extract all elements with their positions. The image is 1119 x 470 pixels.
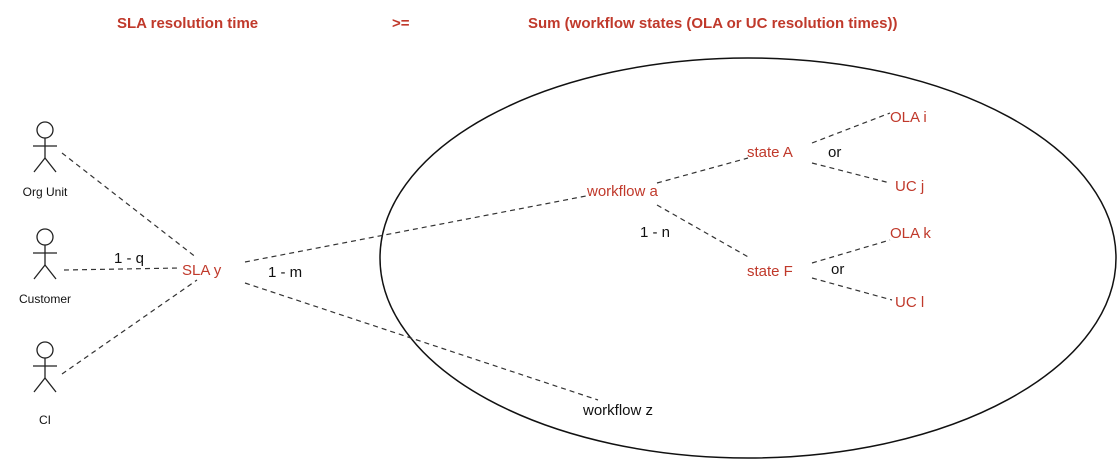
edge-state-f-ola-k <box>811 239 891 264</box>
edge-orgunit-sla <box>61 152 198 259</box>
edge-state-f-uc-l <box>811 277 893 301</box>
edge-state-a-ola-i <box>811 112 891 144</box>
edge-workflow-a-state-a <box>656 157 749 184</box>
actor-customer-label: Customer <box>19 292 71 306</box>
node-ola-k: OLA k <box>890 225 931 242</box>
label-or-state-f: or <box>831 261 844 278</box>
label-customer-sla-cardinality: 1 - q <box>114 250 144 267</box>
actor-org-unit-icon <box>33 121 57 173</box>
actor-org-unit-label: Org Unit <box>23 185 68 199</box>
workflow-scope-ellipse <box>379 57 1117 459</box>
edge-state-a-uc-j <box>811 162 891 184</box>
header-right: Sum (workflow states (OLA or UC resoluti… <box>528 15 897 32</box>
actor-ci-label: CI <box>39 413 51 427</box>
actor-customer-icon <box>33 228 57 280</box>
node-state-a: state A <box>747 144 793 161</box>
node-state-f: state F <box>747 263 793 280</box>
label-sla-workflows-cardinality: 1 - m <box>268 264 302 281</box>
header-operator: >= <box>392 15 410 32</box>
edge-customer-sla <box>63 267 181 271</box>
node-uc-j: UC j <box>895 178 924 195</box>
edge-sla-workflow-a <box>244 195 587 263</box>
header-left: SLA resolution time <box>117 15 258 32</box>
actor-ci-icon <box>33 341 57 393</box>
label-or-state-a: or <box>828 144 841 161</box>
node-uc-l: UC l <box>895 294 924 311</box>
node-workflow-a: workflow a <box>586 183 659 200</box>
edge-sla-workflow-z <box>244 282 599 401</box>
edge-ci-sla <box>61 279 198 375</box>
node-ola-i: OLA i <box>890 109 927 126</box>
label-workflow-states-cardinality: 1 - n <box>640 224 670 241</box>
node-sla-y: SLA y <box>182 262 222 279</box>
node-workflow-z: workflow z <box>582 402 653 419</box>
